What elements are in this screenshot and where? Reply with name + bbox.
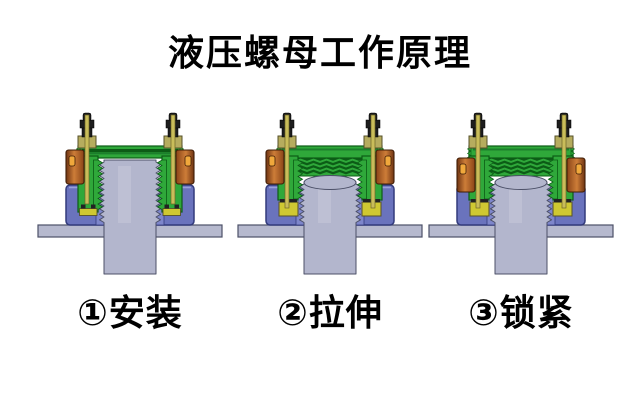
bolt [99,159,161,275]
stage-installation: ①安装 [30,108,230,336]
hydraulic-pistons [278,199,382,217]
stage-tensioning: ②拉伸 [230,108,430,336]
stage-label-tensioning: ②拉伸 [277,292,383,333]
lock-ring-right [566,157,586,193]
oil-tube [370,114,376,209]
oil-fitting-right [163,112,183,205]
oil-tube [284,114,290,209]
lock-ring-left [456,157,476,193]
hydraulic-nut-diagram-installation [37,112,223,275]
lock-ring-slot [459,163,467,175]
page-title: 液压螺母工作原理 [167,32,472,73]
oil-fitting-left [468,112,488,209]
lock-ring-left [265,149,285,185]
oil-tube [170,114,176,205]
piston-feet [79,204,181,216]
oil-tube [561,114,567,209]
hydraulic-nut-diagram-locking [428,112,614,275]
lock-ring-slot [575,163,583,175]
oil-fitting-left [277,112,297,209]
lock-ring-left [65,149,85,185]
lock-ring-right [175,149,195,185]
stage-label-installation: ①安装 [77,292,183,333]
hydraulic-nut-diagram-tensioning [237,112,423,275]
oil-fitting-right [363,112,383,209]
lock-ring-right [375,149,395,185]
lock-ring-slot [184,155,192,167]
bolt [490,175,552,275]
stage-locking: ③锁紧 [421,108,621,336]
lock-ring-slot [384,155,392,167]
oil-fitting-left [77,112,97,205]
bolt [299,175,361,275]
stage-label-locking: ③锁紧 [468,292,574,333]
lock-ring-slot [68,155,76,167]
lock-ring-slot [268,155,276,167]
oil-tube [475,114,481,209]
oil-tube [84,114,90,205]
oil-fitting-right [554,112,574,209]
